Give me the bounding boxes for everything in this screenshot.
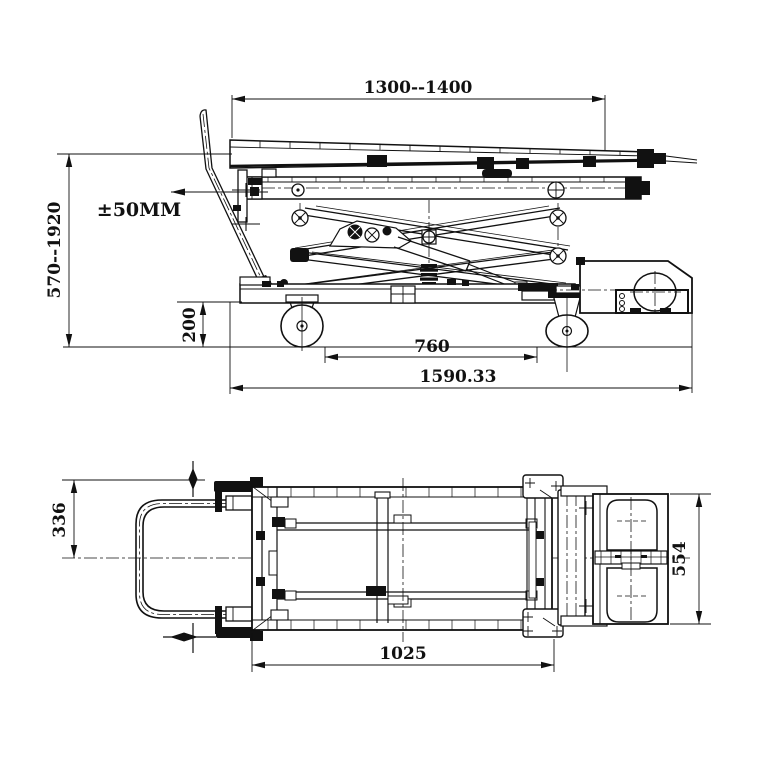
drive-unit-plan	[557, 485, 669, 627]
roller-top-left	[291, 209, 309, 227]
dim-overall-length: 1590.33	[229, 302, 692, 394]
pivot-block-left	[290, 248, 309, 262]
note-tolerance: ±50MM	[97, 188, 268, 221]
dim-label-overall-length: 1590.33	[420, 367, 497, 387]
plan-view: 336	[50, 461, 711, 672]
dim-label-platform-length: 1300--1400	[364, 78, 473, 98]
dim-label-frame-length: 1025	[379, 644, 426, 664]
dim-frame-length: 1025	[251, 633, 555, 672]
wheel-bottom-plan	[606, 567, 658, 623]
dim-label-wheelbase: 760	[414, 337, 450, 357]
handle-clamp-top	[214, 481, 258, 492]
handle-clamp-bottom	[216, 627, 260, 638]
platform	[229, 139, 698, 169]
center-crossbar	[366, 491, 409, 623]
datum-marker-bottom	[163, 623, 216, 653]
corner-bracket-top-right	[522, 474, 564, 499]
scissor-mechanism	[290, 200, 571, 298]
dim-label-lift-height: 570--1920	[45, 201, 65, 298]
caster-wheel-right	[545, 290, 589, 372]
corner-bracket-bottom-right	[522, 608, 564, 638]
frame-plan	[251, 474, 564, 642]
datum-marker-top	[188, 461, 198, 497]
dim-clearance: 200	[177, 301, 242, 347]
left-bracket	[232, 169, 262, 231]
pump-unit	[328, 220, 413, 249]
dim-platform-length: 1300--1400	[231, 78, 606, 152]
coupler-knob	[654, 153, 666, 164]
dim-label-handle-offset: 336	[50, 502, 70, 538]
push-handle-plan	[135, 477, 263, 641]
dim-wheelbase: 760	[324, 337, 538, 363]
dim-label-tolerance: ±50MM	[97, 199, 181, 221]
dim-lift-height: 570--1920	[45, 153, 232, 347]
upper-rail	[240, 168, 650, 200]
base-bracket	[390, 285, 416, 304]
roller-mid-right	[549, 247, 567, 265]
dim-label-clearance: 200	[180, 307, 200, 343]
rail-stop	[482, 169, 512, 178]
caster-wheel-left	[280, 294, 324, 351]
wheel-top-plan	[606, 499, 658, 551]
spring	[420, 264, 438, 286]
motor-box	[544, 257, 693, 393]
dim-overall-width: 554	[670, 493, 711, 625]
base-frame	[239, 276, 576, 304]
roller-top-right	[549, 209, 567, 227]
dim-handle-offset: 336	[50, 479, 205, 558]
dim-label-overall-width: 554	[670, 541, 690, 577]
side-view: 1300--1400	[45, 78, 698, 394]
platform-end-block	[637, 149, 654, 168]
